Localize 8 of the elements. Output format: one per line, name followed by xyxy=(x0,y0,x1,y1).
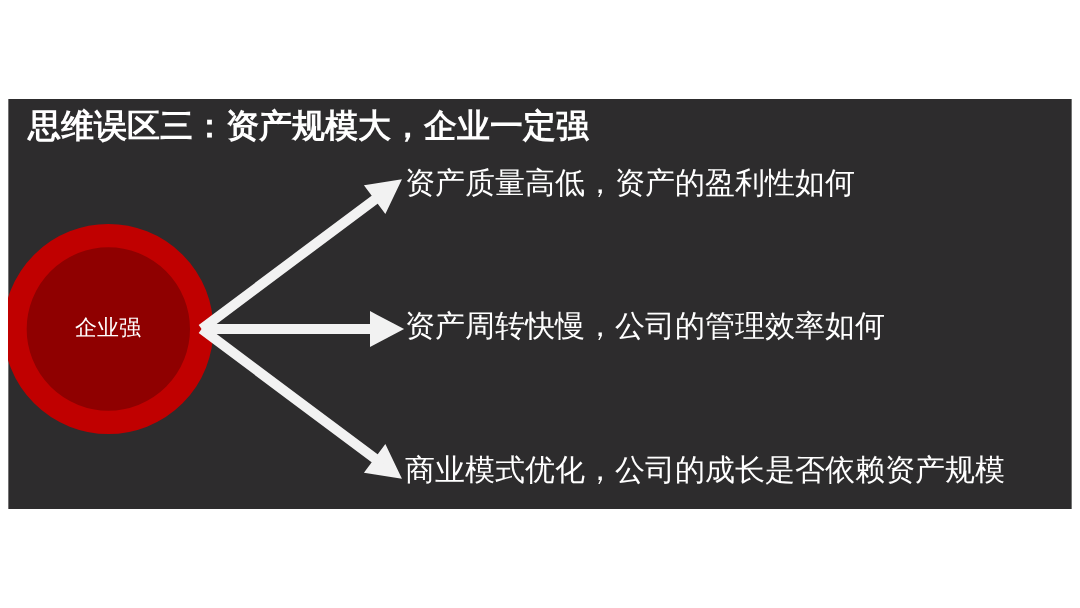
arrow xyxy=(198,179,402,333)
arrow xyxy=(198,325,402,479)
node-text: 商业模式优化，公司的成长是否依赖资产规模 xyxy=(405,451,1005,487)
node-circle: 企业强 xyxy=(8,224,214,434)
node-text: 资产周转快慢，公司的管理效率如何 xyxy=(405,308,885,344)
diagram-title: 思维误区三：资产规模大，企业一定强 xyxy=(28,106,590,146)
node-text: 资产质量高低，资产的盈利性如何 xyxy=(405,165,855,200)
arrow xyxy=(201,311,405,347)
